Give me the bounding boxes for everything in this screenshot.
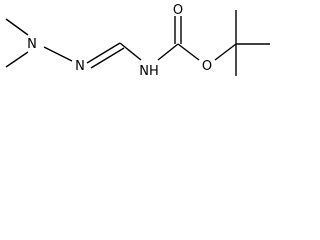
bond-methyl-lower-to-n: [5, 51, 29, 68]
atom-label-o-carbonyl: O: [173, 3, 183, 18]
bond-n-ch-double-a: [86, 42, 121, 64]
atom-label-nh-carbamate: NH: [139, 64, 159, 79]
bond-methyl-upper-to-n: [5, 18, 29, 36]
structure-diagram: N N NH O O: [5, 3, 270, 79]
bond-n-ch-double-b: [90, 47, 125, 69]
atom-label-n-imine: N: [75, 59, 85, 74]
bond-n-n: [43, 46, 73, 62]
structure-canvas: N N NH O O: [0, 0, 284, 88]
bond-c-o-ester: [177, 43, 200, 61]
bond-nh-carbonyl-c: [157, 43, 179, 61]
bond-ch-nh: [119, 42, 142, 61]
bond-o-tbu-c: [214, 43, 237, 61]
atom-label-n-dimethylamino: N: [27, 37, 37, 52]
atom-label-o-ester: O: [202, 59, 212, 74]
